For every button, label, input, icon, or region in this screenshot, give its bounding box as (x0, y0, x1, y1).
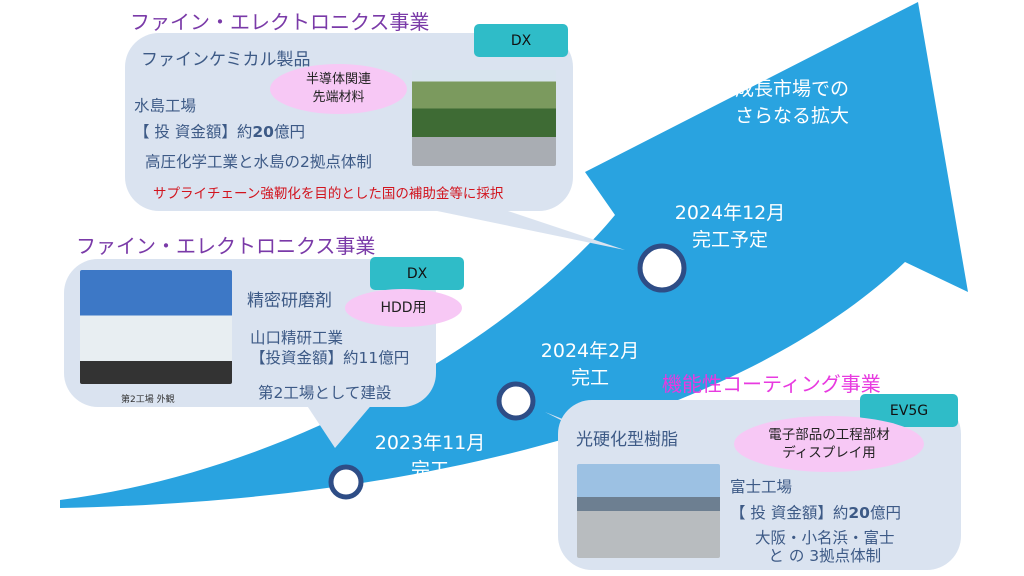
application-oval: HDD用 (345, 289, 462, 327)
milestone-marker-1 (328, 464, 364, 500)
section-title-mid: ファイン・エレクトロニクス事業 (76, 234, 376, 258)
product-name: ファインケミカル製品 (141, 50, 311, 70)
growth-message: 成長市場での さらなる拡大 (735, 76, 849, 129)
tag-dx-top: DX (474, 24, 568, 57)
investment: 【 投 資金額】約20億円 (134, 120, 305, 142)
growth-message-line2: さらなる拡大 (735, 104, 850, 127)
section-title-bot: 機能性コーティング事業 (662, 372, 881, 396)
investment-label: 【 投 資金額】約 (730, 504, 849, 522)
second-plant-photo (80, 270, 232, 384)
milestone-marker-2 (496, 381, 536, 421)
milestone-status: 完工 (410, 458, 449, 481)
oval-line: 先端材料 (312, 90, 365, 105)
product-name: 精密研磨剤 (247, 291, 332, 311)
milestone-date: 2023年11月 (374, 432, 486, 454)
investment: 【投資金額】約11億円 (250, 349, 410, 367)
subsidy-note: サプライチェーン強靭化を目的とした国の補助金等に採択 (153, 186, 504, 202)
tag-ev5g: EV5G (860, 394, 958, 427)
investment: 【 投 資金額】約20億円 (730, 501, 901, 523)
milestone-2-label: 2024年2月 完工 (520, 338, 660, 391)
site-note: 大阪・小名浜・富士 と の 3拠点体制 (755, 529, 895, 566)
growth-arrow-shape (60, 2, 968, 508)
tag-dx-mid: DX (370, 257, 464, 290)
milestone-marker-3 (637, 243, 687, 293)
application-oval: 電子部品の工程部材 ディスプレイ用 (734, 416, 924, 472)
milestone-status: 完工 (570, 366, 609, 389)
milestone-status: 完工予定 (691, 228, 768, 251)
milestone-date: 2024年12月 (674, 202, 786, 224)
site-note: 高圧化学工業と水島の2拠点体制 (145, 153, 372, 171)
investment-unit: 億円 (869, 504, 901, 522)
investment-value: 20 (848, 504, 870, 522)
fuji-plant-photo (577, 464, 720, 558)
callout-tail-mid (300, 395, 380, 448)
plant-name: 山口精研工業 (250, 329, 344, 347)
mizushima-plant-photo (412, 70, 556, 166)
oval-line: HDD用 (380, 299, 427, 316)
oval-line: 半導体関連 (305, 72, 371, 88)
site-note-line2: と の 3拠点体制 (768, 546, 882, 565)
milestone-date: 2024年2月 (540, 340, 640, 362)
investment-label: 【 投 資金額】約 (134, 123, 253, 141)
application-oval: 半導体関連 先端材料 (270, 64, 407, 114)
milestone-1-label: 2023年11月 完工 (360, 430, 500, 483)
photo-caption: 第2工場 外観 (121, 395, 175, 405)
investment-unit: 億円 (273, 123, 305, 141)
section-title-top: ファイン・エレクトロニクス事業 (130, 10, 430, 34)
milestone-3-label: 2024年12月 完工予定 (655, 200, 805, 253)
growth-message-line1: 成長市場での (735, 78, 850, 100)
product-name: 光硬化型樹脂 (576, 430, 678, 450)
oval-line: 電子部品の工程部材 (768, 426, 890, 443)
plant-name: 富士工場 (730, 478, 793, 496)
oval-line: ディスプレイ用 (782, 445, 876, 461)
investment-value: 20 (252, 123, 274, 141)
site-note: 第2工場として建設 (258, 384, 392, 402)
site-note-line1: 大阪・小名浜・富士 (755, 529, 895, 547)
plant-name: 水島工場 (134, 97, 197, 115)
